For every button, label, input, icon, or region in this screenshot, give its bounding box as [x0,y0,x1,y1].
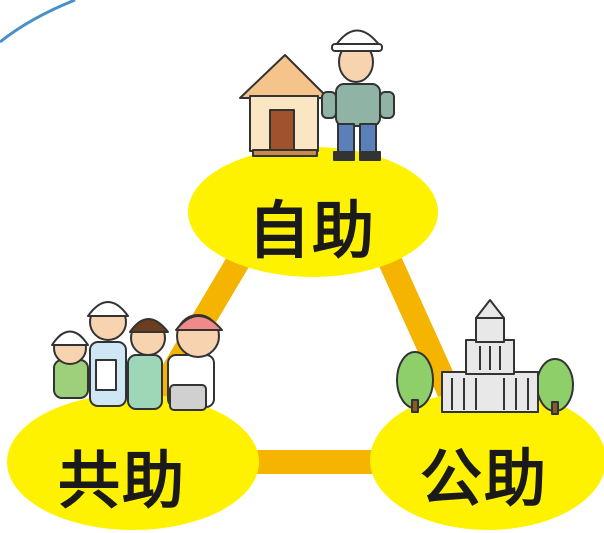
ellipse-self-help [188,147,438,277]
government-building-icon [396,299,574,415]
self-help-label: 自助 [248,194,377,267]
ellipse-mutual-help [7,394,259,530]
house-and-worker-icon [239,29,395,161]
corner-accent-arc [0,0,76,44]
public-help-label: 公助 [420,442,549,515]
mutual-help-label: 共助 [58,444,187,517]
ellipse-public-help [370,390,604,530]
community-group-icon [51,301,223,411]
